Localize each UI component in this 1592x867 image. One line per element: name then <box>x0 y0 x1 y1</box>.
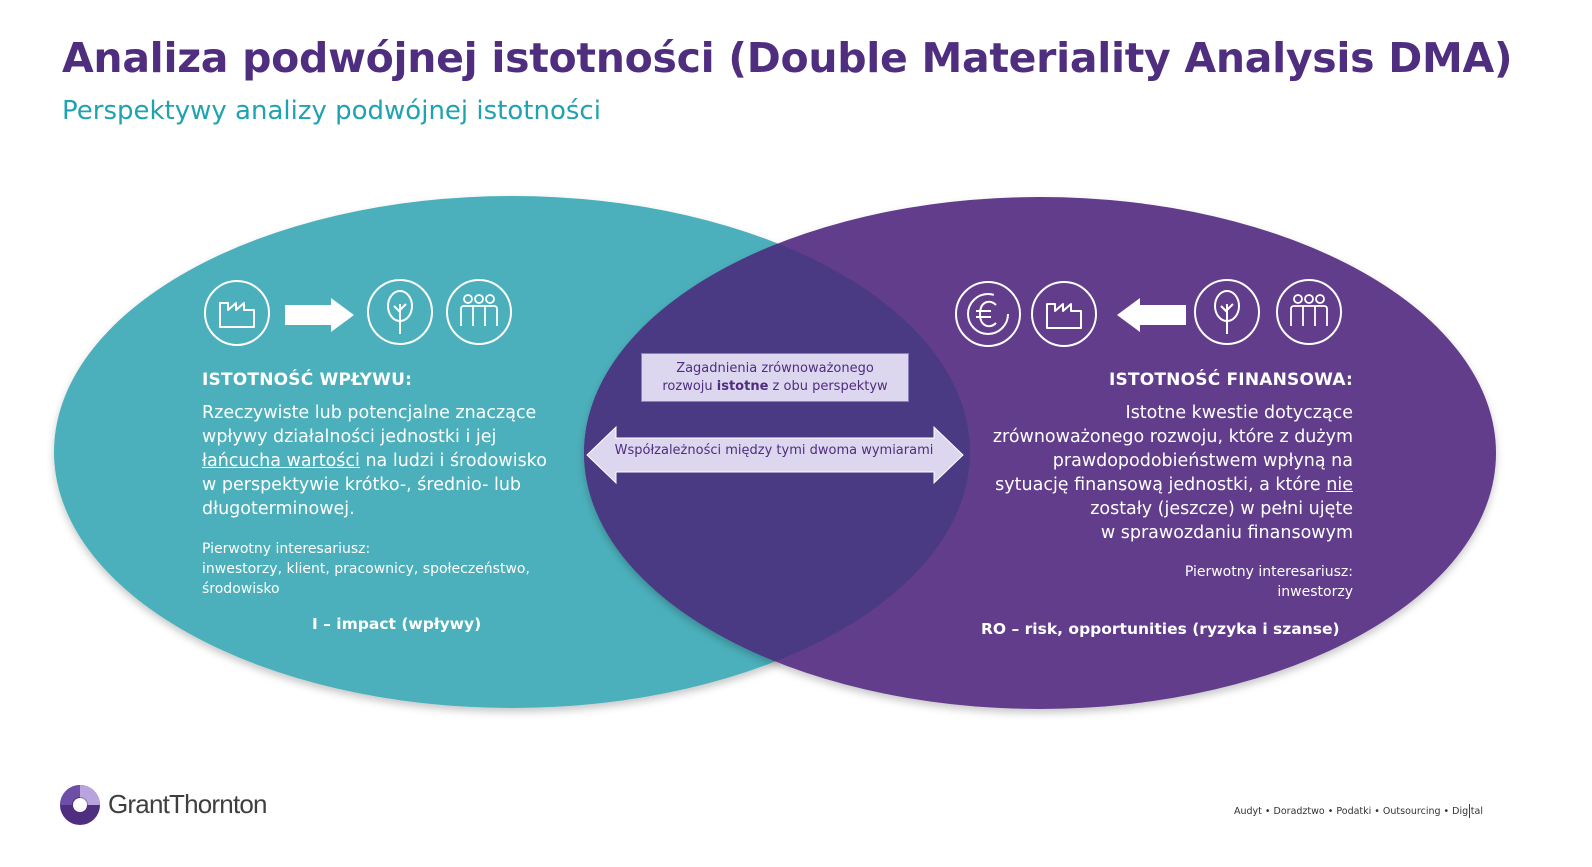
interdependence-arrow <box>586 425 964 485</box>
stakeholder-list: inwestorzy <box>1277 584 1353 600</box>
financial-line: prawdopodobieństwem wpłyną na <box>1052 451 1353 471</box>
impact-line: w perspektywie krótko-, średnio- lub <box>202 475 522 495</box>
factory-icon <box>1031 281 1097 347</box>
financial-stakeholders: Pierwotny interesariusz: inwestorzy <box>1185 562 1353 602</box>
grant-thornton-logo-icon <box>60 785 100 825</box>
box-line: Zagadnienia zrównoważonego <box>676 360 874 376</box>
material-both-perspectives-box: Zagadnienia zrównoważonego rozwoju istot… <box>641 353 909 402</box>
stakeholder-list: inwestorzy, klient, pracownicy, społecze… <box>202 561 530 577</box>
impact-line: długoterminowej. <box>202 499 355 519</box>
impact-line: wpływy działalności jednostki i jej <box>202 427 497 447</box>
impact-heading: ISTOTNOŚĆ WPŁYWU: <box>202 370 413 390</box>
overlap-region <box>584 197 970 708</box>
financial-heading: ISTOTNOŚĆ FINANSOWA: <box>1108 370 1353 390</box>
page-title: Analiza podwójnej istotności (Double Mat… <box>62 34 1513 82</box>
impact-line-rest: na ludzi i środowisko <box>359 451 547 471</box>
tree-icon <box>367 279 433 345</box>
interdependence-label: Współzależności między tymi dwoma wymiar… <box>614 443 934 458</box>
impact-short-label: I – impact (wpływy) <box>312 615 482 633</box>
footer-divider <box>1469 804 1470 818</box>
financial-line: zostały (jeszcze) w pełni ujęte <box>1090 499 1353 519</box>
box-line-start: rozwoju <box>662 378 717 394</box>
impact-line: Rzeczywiste lub potencjalne znaczące <box>202 403 537 423</box>
page-subtitle: Perspektywy analizy podwójnej istotności <box>62 96 601 126</box>
box-line-end: z obu perspektyw <box>768 378 888 394</box>
not-text: nie <box>1326 475 1353 495</box>
financial-line: w sprawozdaniu finansowym <box>1100 523 1353 543</box>
financial-short-label: RO – risk, opportunities (ryzyka i szans… <box>981 620 1340 638</box>
people-icon <box>446 279 512 345</box>
value-chain-text: łańcucha wartości <box>202 451 360 471</box>
stakeholder-label: Pierwotny interesariusz: <box>202 541 371 557</box>
factory-icon <box>204 280 270 346</box>
financial-line: zrównoważonego rozwoju, które z dużym <box>992 427 1353 447</box>
impact-line: łańcucha wartości na ludzi i środowisko <box>202 449 572 473</box>
arrow-right-icon <box>285 298 354 332</box>
financial-description: Istotne kwestie dotyczące zrównoważonego… <box>933 401 1353 545</box>
footer-services: Audyt • Doradztwo • Podatki • Outsourcin… <box>1234 806 1483 817</box>
box-line-bold: istotne <box>716 378 769 394</box>
financial-line-start: sytuację finansową jednostki, a które <box>995 475 1327 495</box>
impact-description: Rzeczywiste lub potencjalne znaczące wpł… <box>202 401 572 521</box>
grant-thornton-logo-text: GrantThornton <box>108 789 268 819</box>
arrow-left-icon <box>1117 298 1186 332</box>
stakeholder-list: środowisko <box>202 581 280 597</box>
impact-stakeholders: Pierwotny interesariusz: inwestorzy, kli… <box>202 539 582 599</box>
financial-line: sytuację finansową jednostki, a które ni… <box>933 473 1353 497</box>
tree-icon <box>1194 279 1260 345</box>
financial-line: Istotne kwestie dotyczące <box>1125 403 1353 423</box>
stakeholder-label: Pierwotny interesariusz: <box>1184 564 1353 580</box>
people-icon <box>1276 279 1342 345</box>
box-line: rozwoju istotne z obu perspektyw <box>642 378 908 396</box>
euro-icon <box>955 281 1021 347</box>
